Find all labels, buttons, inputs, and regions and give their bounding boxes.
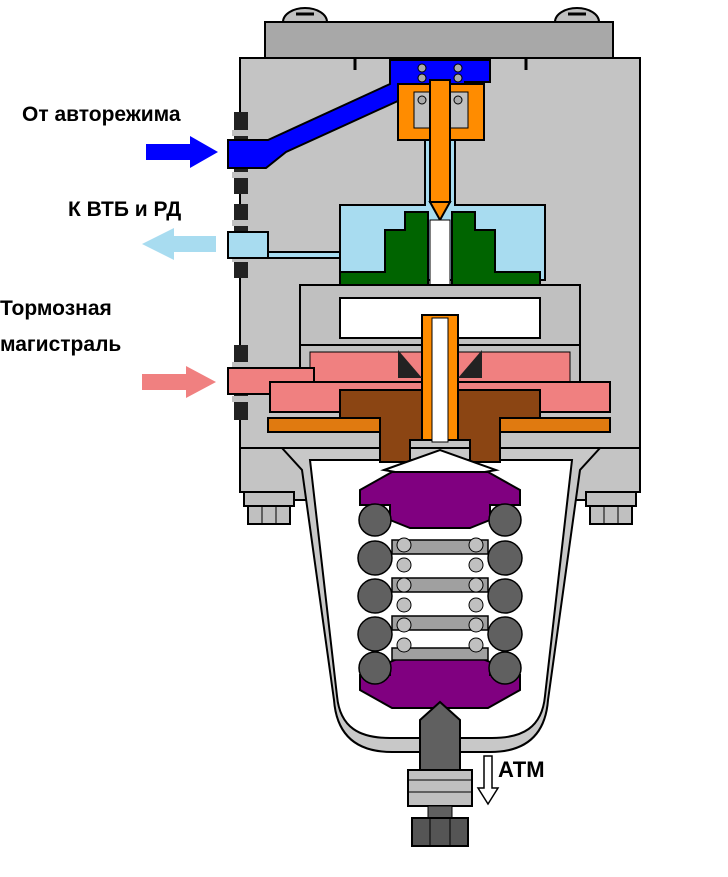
label-to-vtb-rd: К ВТБ и РД <box>68 198 182 221</box>
atm-arrow <box>476 755 500 806</box>
vtb-rd-arrow <box>142 228 216 260</box>
label-atm: АТМ <box>498 757 545 782</box>
top-valve <box>397 63 485 223</box>
adjusting-screw <box>407 700 473 847</box>
left-bottom-nut <box>243 491 295 525</box>
top-right-screw <box>553 7 601 23</box>
brake-line-arrow <box>142 366 216 398</box>
main-spring <box>357 503 523 685</box>
auto-mode-arrow <box>146 136 218 168</box>
inner-spring <box>396 537 484 653</box>
top-cover <box>264 21 614 59</box>
top-left-screw <box>281 7 329 23</box>
label-brake-line-1: Тормозная <box>0 297 112 320</box>
right-bottom-nut <box>585 491 637 525</box>
label-brake-line-2: магистраль <box>0 333 122 356</box>
label-from-auto-mode: От авторежима <box>22 103 181 126</box>
